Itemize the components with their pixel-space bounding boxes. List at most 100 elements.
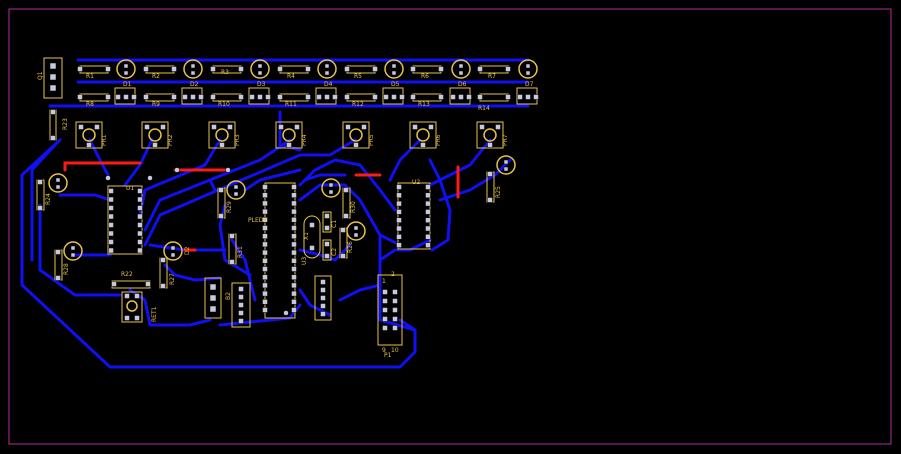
pad [320, 295, 326, 301]
pad [262, 217, 268, 223]
pad [425, 225, 431, 232]
pad [340, 227, 346, 233]
pad [324, 213, 330, 219]
label-x1: X1 [303, 232, 310, 240]
via [283, 310, 289, 316]
label-ret1: RET1 [151, 306, 158, 322]
label-led1: PLED1 [248, 217, 267, 224]
pad [55, 249, 61, 255]
pad [233, 191, 239, 197]
pad [458, 63, 464, 69]
pad [137, 205, 143, 211]
pad [198, 94, 204, 100]
pad [277, 94, 283, 100]
pad [396, 217, 402, 223]
pad [111, 281, 117, 287]
pad [137, 239, 143, 245]
label-pr6: PR6 [435, 134, 442, 146]
pad [108, 196, 114, 203]
pad [353, 225, 359, 231]
label-r31: R31 [237, 246, 244, 258]
pad [108, 213, 114, 220]
pad [105, 94, 111, 100]
label-r6: R6 [421, 73, 429, 80]
label-c2: C2 [331, 248, 338, 256]
pad [50, 109, 56, 115]
pad [291, 266, 297, 272]
pad [324, 225, 330, 231]
pad [238, 294, 244, 300]
label-pr4: PR4 [301, 134, 308, 146]
pad [262, 282, 268, 289]
pad [382, 307, 388, 313]
pad [372, 94, 378, 100]
pad [262, 192, 268, 198]
pad [291, 282, 297, 289]
round-components [48, 59, 538, 312]
label-r4: R4 [287, 73, 295, 80]
label-d6: D6 [458, 81, 467, 88]
pad [428, 124, 434, 130]
pad [124, 293, 130, 299]
pad [115, 94, 121, 100]
pad [170, 245, 176, 251]
label-r27: R27 [169, 273, 176, 285]
pad [505, 66, 511, 72]
pad [382, 316, 388, 322]
pad [137, 196, 143, 203]
pad [466, 94, 472, 100]
pad [316, 94, 322, 100]
board-outline [8, 8, 892, 445]
pad [291, 274, 297, 280]
pad [70, 252, 76, 258]
pad [324, 253, 330, 259]
pad [70, 245, 76, 251]
label-u3: U3 [301, 257, 308, 265]
pad [262, 258, 268, 264]
pad [37, 179, 43, 185]
pad [143, 94, 149, 100]
label-pr3: PR3 [234, 134, 241, 146]
pad [458, 70, 464, 76]
pad [238, 302, 244, 308]
pad [227, 124, 233, 130]
pad [182, 94, 188, 100]
label-pr2: PR2 [167, 134, 174, 146]
label-b2: B2 [225, 292, 232, 300]
pad [505, 94, 511, 100]
pad [190, 63, 196, 69]
label-r12: R12 [352, 101, 364, 108]
label-r29: R29 [226, 201, 233, 213]
pad [249, 94, 255, 100]
silkscreen-labels: R1 R2 R3 R4 R5 R6 R7 R8 R9 R10 R11 R12 R… [37, 69, 534, 359]
pad [262, 299, 268, 305]
label-r9: R9 [152, 101, 160, 108]
pad [262, 241, 268, 248]
pad [324, 70, 330, 76]
pad [328, 189, 334, 195]
pad [396, 192, 402, 199]
pad [210, 66, 216, 72]
pad [160, 124, 166, 130]
pad [291, 249, 297, 256]
pad [291, 208, 297, 215]
pad [487, 171, 493, 177]
label-r7: R7 [488, 73, 496, 80]
pad [278, 124, 284, 130]
pad [487, 142, 493, 148]
pad [152, 142, 158, 148]
label-r5: R5 [354, 73, 362, 80]
pad [392, 307, 398, 313]
pad [477, 94, 483, 100]
pad [382, 325, 388, 331]
pad [209, 294, 217, 302]
pad [391, 70, 397, 76]
pad [291, 307, 297, 313]
pad [94, 124, 100, 130]
bottom-layer-traces [20, 58, 530, 369]
pad [392, 298, 398, 304]
pad [525, 70, 531, 76]
pad [238, 286, 244, 292]
label-r10: R10 [218, 101, 230, 108]
